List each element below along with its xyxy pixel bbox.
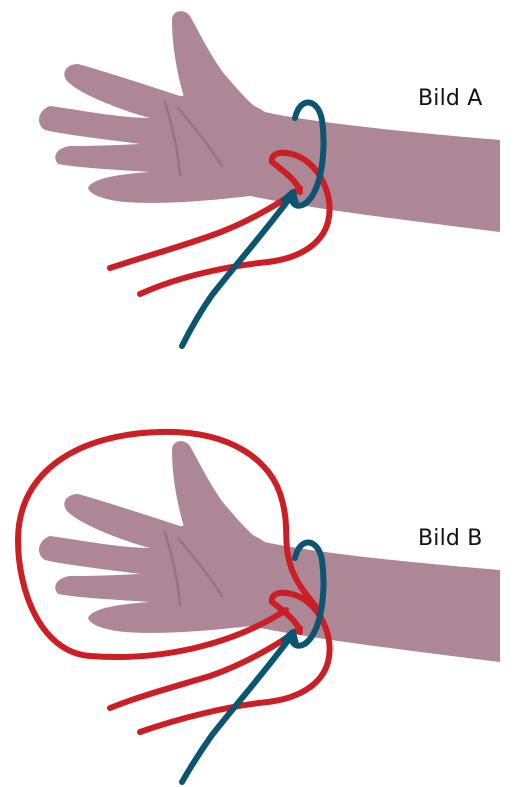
panel-a — [39, 11, 500, 346]
blue-string-b-tail — [182, 635, 292, 782]
hand-a — [39, 11, 500, 232]
panel-a-label: Bild A — [418, 86, 483, 111]
panel-b-label: Bild B — [418, 526, 483, 551]
red-string-b-front — [110, 628, 300, 708]
blue-string-a-tail — [182, 195, 292, 346]
panel-b — [18, 432, 500, 782]
